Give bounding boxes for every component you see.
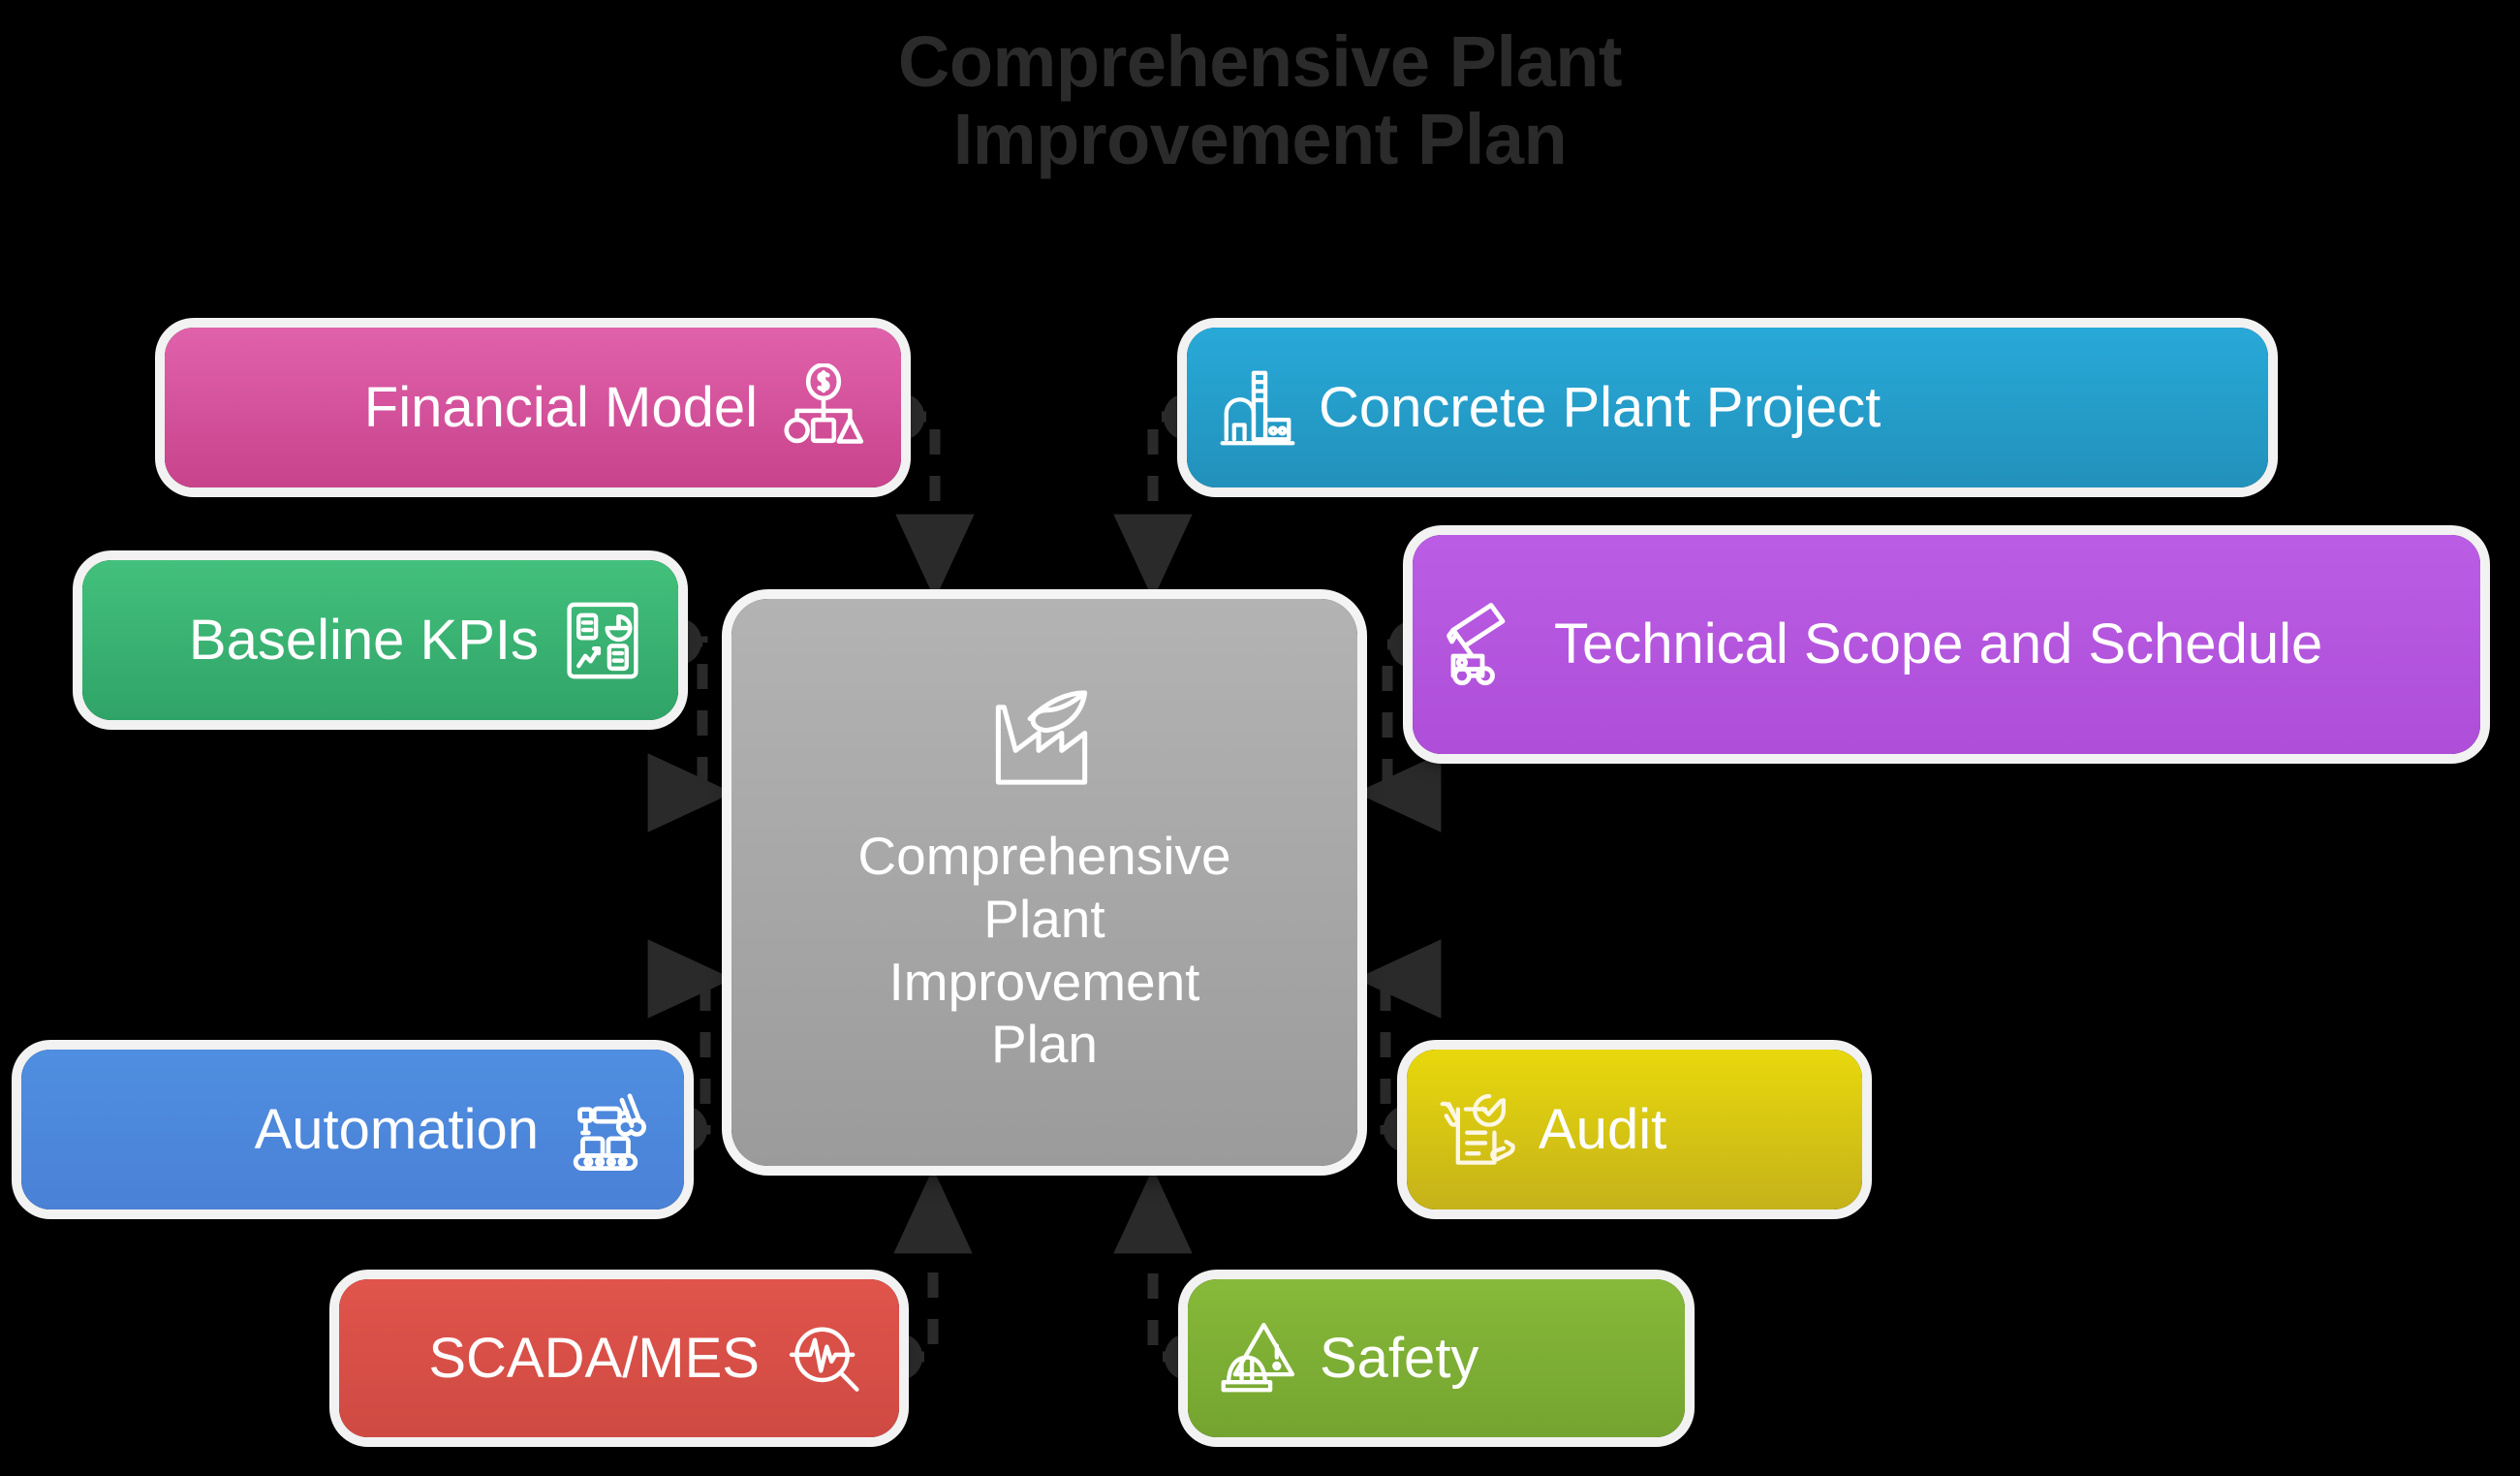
pulse-magnifier-icon (781, 1316, 866, 1401)
kpi-dashboard-icon (560, 598, 645, 683)
center-node-label: Comprehensive Plant Improvement Plan (857, 825, 1231, 1075)
connector-baseline-kpis (647, 617, 733, 832)
node-label-scada-mes: SCADA/MES (428, 1326, 760, 1390)
node-label-financial-model: Financial Model (363, 375, 758, 439)
plant-factory-icon (1216, 366, 1299, 450)
page-title: Comprehensive Plant Improvement Plan (897, 21, 1623, 179)
node-safety[interactable]: Safety (1188, 1279, 1685, 1437)
node-label-automation: Automation (254, 1097, 539, 1161)
node-financial-model[interactable]: Financial Model (165, 328, 901, 487)
connector-scada-mes (875, 1168, 973, 1381)
node-audit[interactable]: Audit (1407, 1050, 1862, 1209)
node-scada-mes[interactable]: SCADA/MES (339, 1279, 899, 1437)
connector-financial-model (877, 393, 975, 600)
robot-arm-icon (560, 1084, 651, 1176)
node-label-technical-scope-and-schedule: Technical Scope and Schedule (1554, 612, 2323, 675)
node-label-concrete-plant-project: Concrete Plant Project (1319, 375, 1882, 439)
connector-automation (647, 939, 733, 1153)
connector-safety (1113, 1168, 1212, 1381)
crane-truck-icon (1442, 598, 1535, 691)
node-label-safety: Safety (1320, 1326, 1479, 1390)
connector-concrete-plant-project (1113, 393, 1211, 600)
node-automation[interactable]: Automation (21, 1050, 684, 1209)
hardhat-warning-icon (1217, 1317, 1300, 1400)
node-concrete-plant-project[interactable]: Concrete Plant Project (1187, 328, 2268, 487)
center-node[interactable]: Comprehensive Plant Improvement Plan (731, 599, 1357, 1166)
connector-technical-scope-and-schedule (1355, 620, 1442, 832)
node-label-audit: Audit (1539, 1097, 1667, 1161)
node-baseline-kpis[interactable]: Baseline KPIs (82, 560, 678, 720)
node-technical-scope-and-schedule[interactable]: Technical Scope and Schedule (1413, 535, 2480, 754)
connector-audit (1355, 939, 1442, 1153)
money-model-icon (779, 362, 868, 453)
clipboard-check-hand-icon (1436, 1088, 1519, 1172)
factory-eco-icon (972, 675, 1117, 801)
node-label-baseline-kpis: Baseline KPIs (188, 608, 539, 672)
